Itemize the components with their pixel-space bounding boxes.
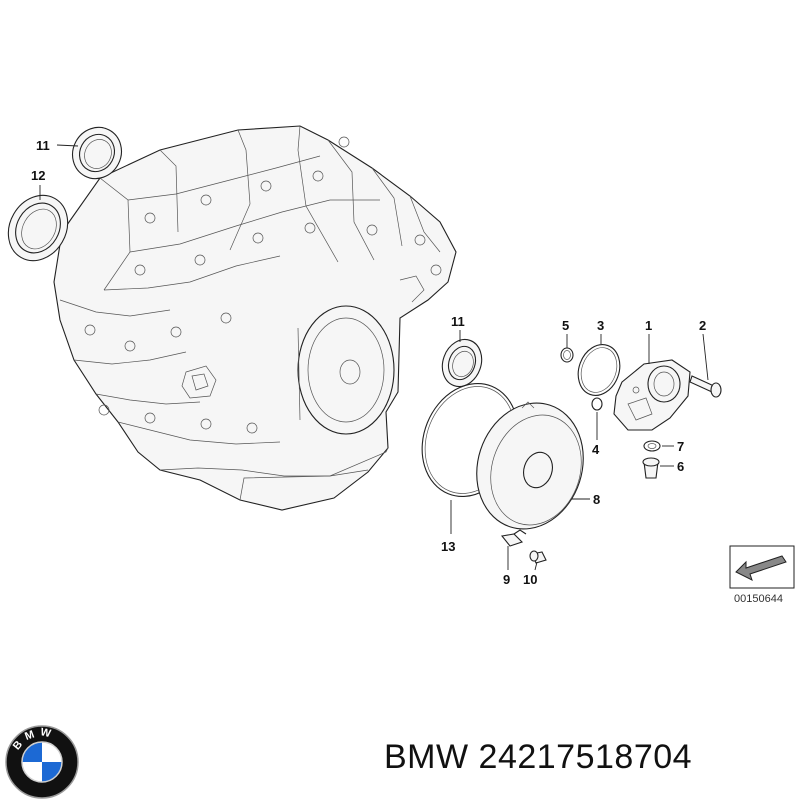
- seal-washer-7: [643, 440, 661, 452]
- bolt-2: [689, 375, 722, 398]
- callout-11-middle: 11: [451, 314, 465, 329]
- callout-13: 13: [441, 539, 455, 554]
- callout-12: 12: [31, 168, 45, 183]
- o-ring-4: [591, 397, 603, 411]
- callout-1: 1: [645, 318, 652, 333]
- callout-3: 3: [597, 318, 604, 333]
- leader-lines: [39, 144, 709, 571]
- seal-ring-12: [7, 194, 69, 262]
- callout-2: 2: [699, 318, 706, 333]
- reference-box: 00150644: [729, 545, 795, 605]
- drain-plug-6: [642, 457, 660, 479]
- callout-4: 4: [592, 442, 600, 457]
- callout-5: 5: [562, 318, 569, 333]
- part-caption: BMW 24217518704: [384, 738, 692, 777]
- direction-arrow-icon: [735, 555, 787, 581]
- callout-11-top: 11: [36, 138, 50, 153]
- callout-7: 7: [677, 439, 684, 454]
- seal-ring-11-middle: [441, 338, 483, 388]
- callout-9: 9: [503, 572, 510, 587]
- side-cover-8: [476, 401, 584, 530]
- callout-labels: 11 12 11 5 3 1 2 4 7 6 8 13 9 10: [31, 138, 706, 587]
- callout-8: 8: [593, 492, 600, 507]
- screw-10: [529, 550, 547, 564]
- part-number: 24217518704: [478, 738, 693, 776]
- o-ring-3: [577, 344, 621, 396]
- pump-housing-1: [613, 359, 691, 431]
- transmission-housing: [53, 125, 457, 511]
- o-ring-5: [560, 347, 574, 363]
- bmw-logo-icon: BMW: [5, 725, 79, 799]
- seal-ring-11-top: [71, 126, 123, 180]
- callout-6: 6: [677, 459, 684, 474]
- brand-name: BMW: [384, 738, 469, 776]
- callout-10: 10: [523, 572, 537, 587]
- bracket-clip-9: [500, 529, 527, 547]
- reference-number: 00150644: [734, 593, 783, 605]
